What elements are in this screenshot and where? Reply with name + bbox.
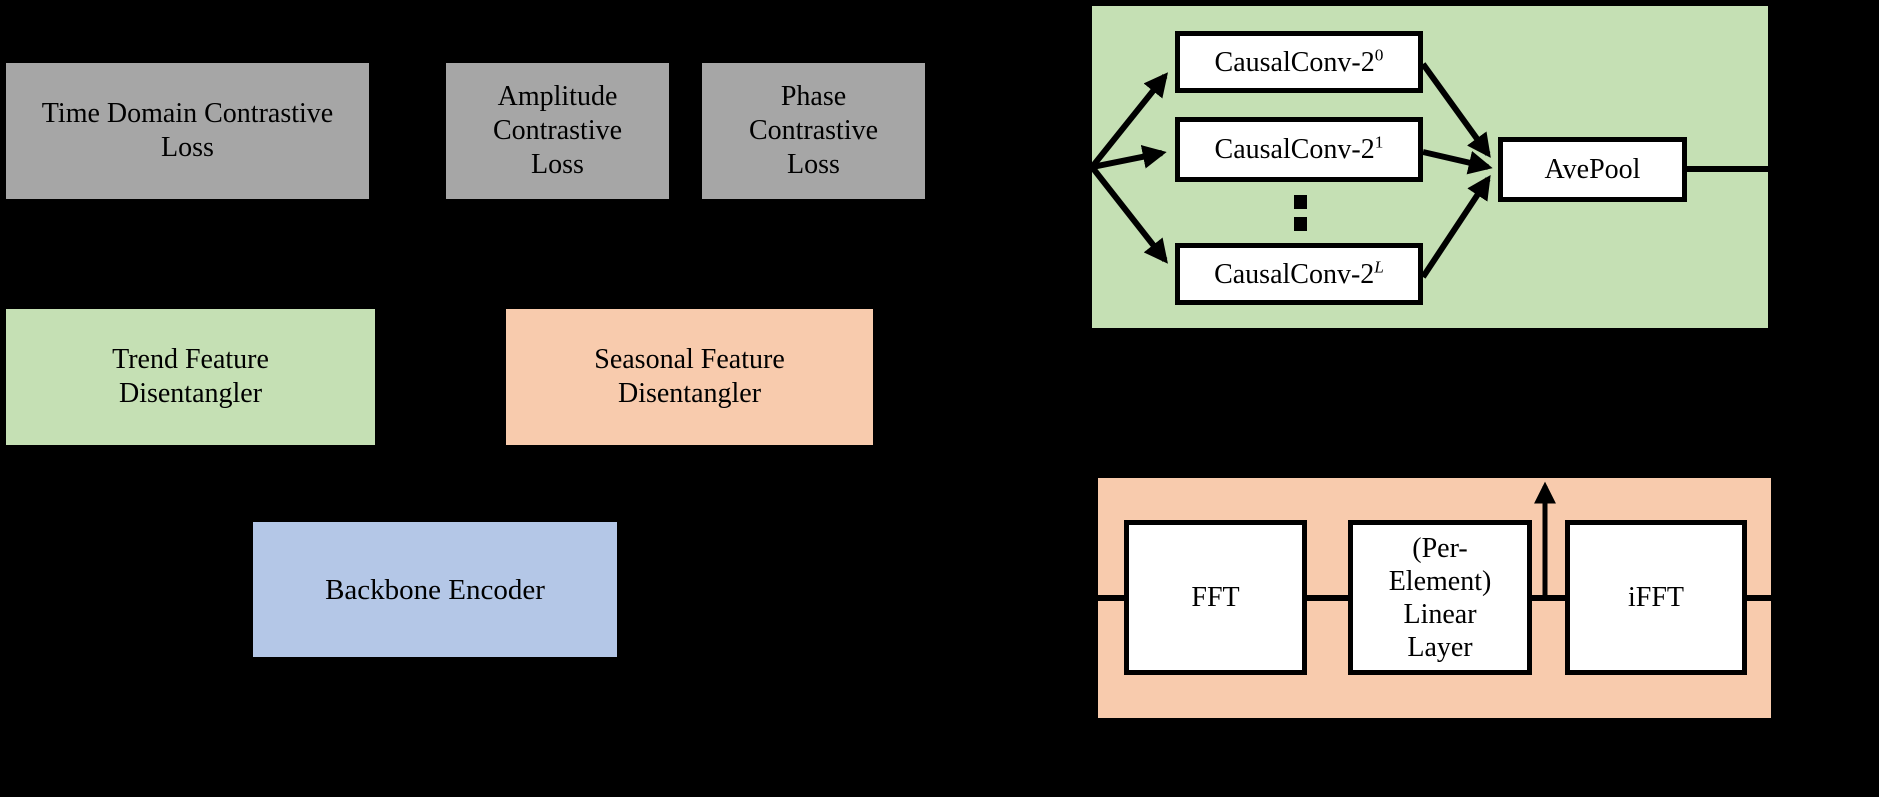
fft-box: FFT bbox=[1124, 520, 1307, 675]
box-label-line: Trend Feature bbox=[112, 344, 269, 375]
avepool-box: AvePool bbox=[1498, 137, 1687, 202]
box-label-line: Backbone Encoder bbox=[325, 573, 545, 606]
fan-arrow-to-conv1 bbox=[1092, 144, 1167, 170]
ellipsis-dot bbox=[1294, 217, 1307, 231]
box-label-line: Loss bbox=[787, 149, 840, 180]
amplitude-contrastive-loss-box: Amplitude Contrastive Loss bbox=[446, 63, 669, 199]
time-domain-contrastive-loss-box: Time Domain Contrastive Loss bbox=[6, 63, 369, 199]
box-label-line: Contrastive bbox=[748, 115, 879, 146]
box-label-line: Loss bbox=[161, 132, 214, 163]
seasonal-feature-disentangler-box: Seasonal Feature Disentangler bbox=[506, 309, 873, 445]
phase-contrastive-loss-box: Phase Contrastive Loss bbox=[702, 63, 925, 199]
box-label-line: Loss bbox=[531, 149, 584, 180]
causalconv-label: CausalConv-21 bbox=[1214, 132, 1384, 165]
trend-feature-disentangler-box: Trend Feature Disentangler bbox=[6, 309, 375, 445]
box-label-line: Contrastive bbox=[492, 115, 623, 146]
causalconv-L-box: CausalConv-2L bbox=[1175, 243, 1423, 305]
avepool-label: AvePool bbox=[1544, 154, 1641, 185]
causalconv-label: CausalConv-2L bbox=[1214, 257, 1384, 290]
ifft-box: iFFT bbox=[1565, 520, 1747, 675]
trend-disentangler-detail-panel: CausalConv-20 CausalConv-21 CausalConv-2… bbox=[1092, 6, 1768, 328]
vertical-ellipsis bbox=[1294, 195, 1307, 231]
box-label-line: Disentangler bbox=[118, 378, 263, 409]
linear-layer-label: (Per- Element) Linear Layer bbox=[1388, 532, 1492, 663]
box-label-line: Time Domain Contrastive bbox=[41, 98, 334, 129]
fan-arrow-to-convL bbox=[1092, 165, 1168, 264]
arrow-convL-to-avepool bbox=[1420, 174, 1491, 279]
causalconv-0-box: CausalConv-20 bbox=[1175, 31, 1423, 93]
ellipsis-dot bbox=[1294, 195, 1307, 209]
arrow-conv0-to-avepool bbox=[1420, 62, 1491, 158]
seasonal-disentangler-detail-panel: FFT (Per- Element) Linear Layer iFFT bbox=[1098, 478, 1771, 718]
per-element-linear-layer-box: (Per- Element) Linear Layer bbox=[1348, 520, 1532, 675]
box-label-line: Disentangler bbox=[617, 378, 762, 409]
fft-label: FFT bbox=[1191, 582, 1240, 613]
box-label-line: Amplitude bbox=[497, 81, 618, 112]
box-label-line: Phase bbox=[780, 81, 847, 112]
backbone-encoder-box: Backbone Encoder bbox=[253, 522, 617, 657]
box-label-line: Seasonal Feature bbox=[594, 344, 785, 375]
ifft-label: iFFT bbox=[1627, 582, 1685, 613]
causalconv-1-box: CausalConv-21 bbox=[1175, 117, 1423, 182]
fan-arrow-to-conv0 bbox=[1092, 72, 1169, 169]
arrow-conv1-to-avepool bbox=[1422, 149, 1493, 175]
causalconv-label: CausalConv-20 bbox=[1214, 45, 1384, 78]
